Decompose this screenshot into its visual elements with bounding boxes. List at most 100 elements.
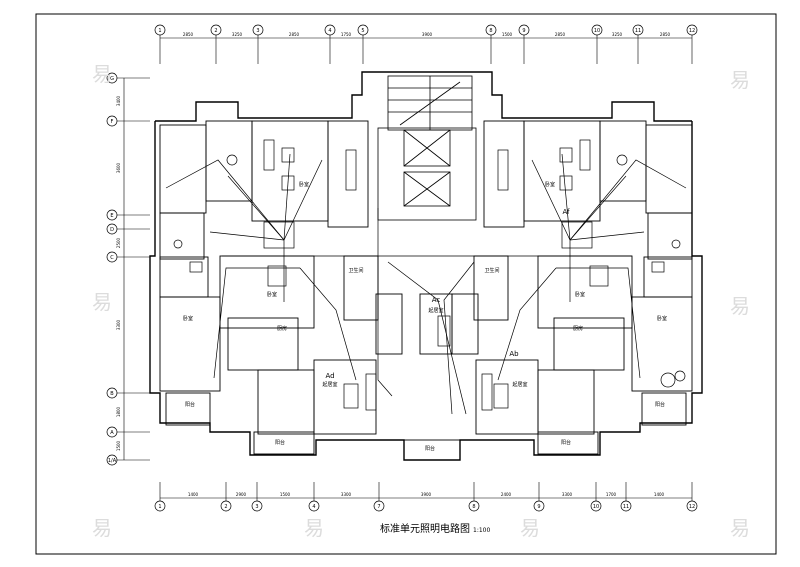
watermark: 易 bbox=[730, 294, 750, 318]
dim-top-4: 1750 bbox=[341, 32, 352, 37]
room-living-3: 起居室 bbox=[512, 381, 527, 388]
axis-bottom-7: 9 bbox=[537, 504, 540, 510]
dim-top-6: 1500 bbox=[502, 32, 513, 37]
watermark: 易 bbox=[730, 68, 750, 92]
axis-bubbles-top bbox=[154, 24, 698, 36]
dim-bottom-8: 1700 bbox=[606, 492, 617, 497]
axis-top-7: 9 bbox=[522, 28, 525, 34]
axis-bubbles-left bbox=[106, 72, 118, 466]
axis-top-8: 10 bbox=[594, 28, 600, 34]
axis-bubbles-bottom bbox=[154, 500, 698, 512]
dim-top-8: 3250 bbox=[612, 32, 623, 37]
lighting-circuits bbox=[165, 153, 687, 415]
room-balcony-4: 阳台 bbox=[561, 439, 571, 446]
room-balcony-3: 阳台 bbox=[425, 445, 435, 452]
dim-bottom-4: 3300 bbox=[341, 492, 352, 497]
unit-label-af: Af bbox=[562, 208, 570, 216]
watermark: 易 bbox=[92, 516, 112, 540]
dim-left-4: 3300 bbox=[116, 319, 121, 330]
top-dimension-labels: 2850 3250 2850 1750 3900 1500 2850 3250 … bbox=[183, 32, 671, 37]
axis-left-2: F bbox=[111, 119, 114, 125]
top-dimension-chain bbox=[159, 30, 693, 64]
room-living-1: 起居室 bbox=[322, 381, 337, 388]
axis-bottom-5: 7 bbox=[377, 504, 380, 510]
watermark: 易 bbox=[92, 62, 112, 86]
drawing-title-text: 标准单元照明电路图 bbox=[380, 524, 470, 535]
dim-bottom-3: 1500 bbox=[280, 492, 291, 497]
left-axis-labels: G F E D C B A 1/A bbox=[108, 76, 117, 464]
axis-left-7: A bbox=[110, 430, 114, 436]
axis-top-1: 1 bbox=[158, 28, 161, 34]
axis-left-6: B bbox=[110, 391, 114, 397]
axis-left-5: C bbox=[110, 255, 114, 261]
dim-left-2: 3600 bbox=[116, 162, 121, 173]
interior-walls-right bbox=[419, 120, 693, 455]
left-dimension-labels: 3400 3600 2500 3300 1800 1500 bbox=[116, 95, 121, 451]
axis-top-5: 5 bbox=[361, 28, 364, 34]
dim-left-3: 2500 bbox=[116, 237, 121, 248]
room-bedroom-5: 卧室 bbox=[657, 315, 667, 322]
dim-bottom-9: 1400 bbox=[654, 492, 665, 497]
watermark: 易 bbox=[730, 516, 750, 540]
axis-left-1: G bbox=[110, 76, 114, 82]
top-axis-labels: 1 2 3 4 5 8 9 10 11 12 bbox=[158, 28, 695, 34]
dim-bottom-5: 3900 bbox=[421, 492, 432, 497]
watermark: 易 bbox=[304, 516, 324, 540]
dim-left-5: 1800 bbox=[116, 406, 121, 417]
dim-top-9: 2850 bbox=[660, 32, 671, 37]
sheet-border bbox=[35, 13, 777, 555]
unit-labels: Ab Ac Ad Af bbox=[325, 208, 570, 380]
axis-bottom-6: 8 bbox=[472, 504, 475, 510]
axis-left-4: D bbox=[110, 227, 114, 233]
dim-top-2: 3250 bbox=[232, 32, 243, 37]
axis-left-8: 1/A bbox=[108, 458, 117, 464]
room-labels: 卧室 卧室 卧室 卧室 卧室 卧室 起居室 起居室 起居室 厨房 厨房 卫生间 … bbox=[183, 181, 667, 452]
bottom-dimension-labels: 1400 2900 1500 3300 3900 2400 3300 1700 … bbox=[188, 492, 665, 497]
axis-top-2: 2 bbox=[214, 28, 217, 34]
room-kitchen-2: 厨房 bbox=[573, 325, 583, 332]
unit-label-ad: Ad bbox=[325, 372, 334, 380]
axis-bottom-3: 3 bbox=[255, 504, 258, 510]
dim-top-1: 2850 bbox=[183, 32, 194, 37]
room-balcony-1: 阳台 bbox=[185, 401, 195, 408]
dim-top-7: 2850 bbox=[555, 32, 566, 37]
room-bedroom-4: 卧室 bbox=[575, 291, 585, 298]
dim-top-5: 3900 bbox=[422, 32, 433, 37]
fixtures bbox=[173, 139, 686, 411]
room-balcony-5: 阳台 bbox=[655, 401, 665, 408]
dim-bottom-7: 3300 bbox=[562, 492, 573, 497]
room-bedroom-2: 卧室 bbox=[267, 291, 277, 298]
axis-top-9: 11 bbox=[635, 28, 641, 34]
room-kitchen-1: 厨房 bbox=[277, 325, 287, 332]
unit-label-ab: Ab bbox=[509, 350, 519, 358]
axis-left-3: E bbox=[110, 213, 113, 219]
dim-left-6: 1500 bbox=[116, 440, 121, 451]
dim-top-3: 2850 bbox=[289, 32, 300, 37]
axis-top-6: 8 bbox=[489, 28, 492, 34]
room-balcony-2: 阳台 bbox=[275, 439, 285, 446]
dim-bottom-2: 2900 bbox=[236, 492, 247, 497]
left-dimension-chain bbox=[116, 77, 150, 461]
room-bedroom-6: 卧室 bbox=[545, 181, 555, 188]
dim-bottom-1: 1400 bbox=[188, 492, 199, 497]
stair-core bbox=[377, 75, 477, 221]
axis-top-10: 12 bbox=[689, 28, 695, 34]
bottom-axis-labels: 1 2 3 4 7 8 9 10 11 12 bbox=[158, 504, 695, 510]
dim-left-1: 3400 bbox=[116, 95, 121, 106]
room-living-2: 起居室 bbox=[428, 307, 443, 314]
room-bath-2: 卫生间 bbox=[484, 267, 499, 274]
room-bedroom-3: 卧室 bbox=[299, 181, 309, 188]
axis-bottom-10: 12 bbox=[689, 504, 695, 510]
drawing-scale: 1:100 bbox=[473, 527, 491, 534]
watermark: 易 bbox=[92, 290, 112, 314]
axis-top-3: 3 bbox=[256, 28, 259, 34]
watermark: 易 bbox=[520, 516, 540, 540]
dim-bottom-6: 2400 bbox=[501, 492, 512, 497]
axis-bottom-4: 4 bbox=[312, 504, 315, 510]
axis-bottom-2: 2 bbox=[224, 504, 227, 510]
room-bedroom-1: 卧室 bbox=[183, 315, 193, 322]
axis-bottom-1: 1 bbox=[158, 504, 161, 510]
